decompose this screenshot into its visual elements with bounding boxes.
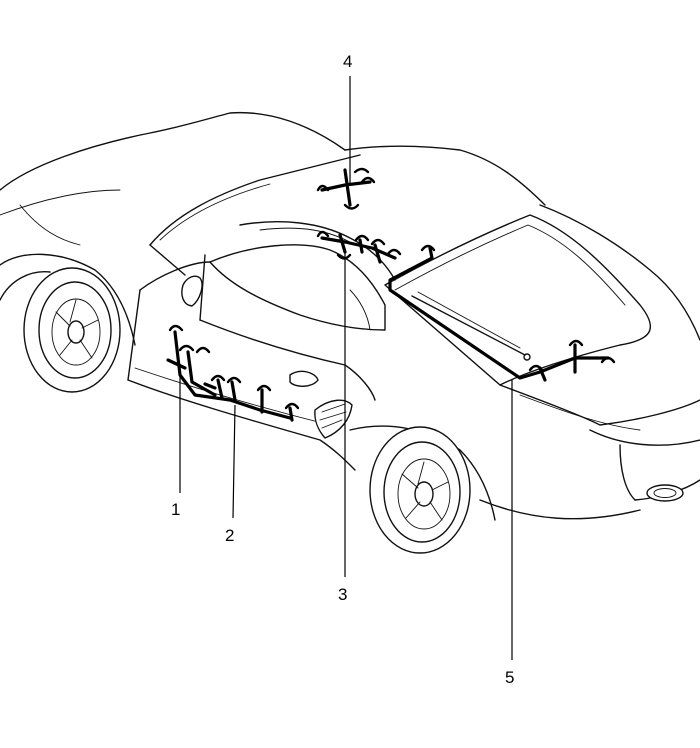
car-illustration <box>0 111 700 554</box>
leader-line-2 <box>232 404 236 519</box>
callout-4: 4 <box>343 52 352 71</box>
leader-lines <box>179 76 513 660</box>
callout-1: 1 <box>171 500 180 519</box>
harness-roof-front <box>316 230 402 264</box>
rear-wheel <box>369 426 471 554</box>
callout-5: 5 <box>505 668 514 687</box>
harness-rear-hatch <box>388 244 616 382</box>
callout-2: 2 <box>225 526 234 545</box>
harness-door-sill <box>166 324 300 422</box>
harness-roof-center <box>316 167 376 210</box>
callouts: 1 2 3 4 5 <box>171 52 514 687</box>
front-wheel <box>23 267 121 393</box>
callout-3: 3 <box>338 585 347 604</box>
